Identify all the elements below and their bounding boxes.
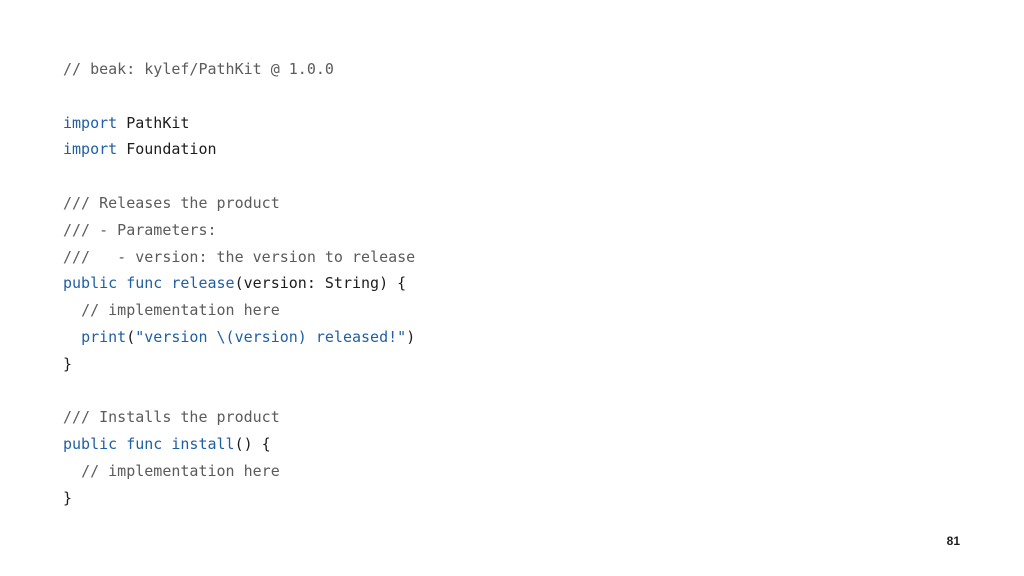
code-line: } bbox=[63, 351, 415, 378]
code-token-plain: ) bbox=[406, 327, 416, 346]
code-token-func: install bbox=[171, 435, 235, 454]
code-token-comment: /// Installs the product bbox=[63, 408, 280, 427]
code-token-plain: (version: String) { bbox=[234, 274, 407, 293]
code-token-comment: /// - version: the version to release bbox=[63, 247, 416, 266]
code-token-plain: () { bbox=[234, 435, 271, 454]
code-line: print("version \(version) released!") bbox=[63, 324, 415, 351]
code-token-plain: } bbox=[63, 354, 73, 373]
code-line: // implementation here bbox=[63, 297, 415, 324]
code-token-keyword: func bbox=[126, 274, 163, 293]
code-line: import PathKit bbox=[63, 110, 415, 137]
code-token-comment: /// Releases the product bbox=[63, 193, 280, 212]
code-token-plain bbox=[117, 435, 126, 453]
code-line: public func install() { bbox=[63, 431, 415, 458]
code-token-plain bbox=[63, 462, 81, 480]
code-line: /// - Parameters: bbox=[63, 217, 415, 244]
code-token-comment: // implementation here bbox=[81, 461, 280, 480]
code-block: // beak: kylef/PathKit @ 1.0.0 import Pa… bbox=[63, 56, 415, 512]
code-token-plain: Foundation bbox=[117, 140, 217, 159]
code-token-func: release bbox=[171, 274, 235, 293]
code-token-keyword: func bbox=[126, 435, 163, 454]
code-line: /// Installs the product bbox=[63, 404, 415, 431]
code-line: // beak: kylef/PathKit @ 1.0.0 bbox=[63, 56, 415, 83]
code-token-keyword: public bbox=[63, 435, 118, 454]
code-line bbox=[63, 163, 415, 190]
code-token-comment: /// - Parameters: bbox=[63, 220, 217, 239]
page-number: 81 bbox=[946, 534, 960, 548]
code-line: // implementation here bbox=[63, 458, 415, 485]
code-token-comment: // implementation here bbox=[81, 301, 280, 320]
code-token-func: print bbox=[81, 327, 127, 346]
code-line: /// Releases the product bbox=[63, 190, 415, 217]
code-line: import Foundation bbox=[63, 136, 415, 163]
code-token-keyword: import bbox=[63, 140, 118, 159]
code-line bbox=[63, 378, 415, 405]
code-token-plain bbox=[63, 328, 81, 346]
code-token-keyword: import bbox=[63, 113, 118, 132]
code-token-comment: // beak: kylef/PathKit @ 1.0.0 bbox=[63, 60, 334, 78]
code-token-plain: ( bbox=[126, 327, 136, 346]
code-token-plain: PathKit bbox=[117, 113, 190, 132]
code-line: } bbox=[63, 485, 415, 512]
code-line bbox=[63, 83, 415, 110]
code-token-plain: } bbox=[63, 488, 73, 507]
code-line: public func release(version: String) { bbox=[63, 270, 415, 297]
code-token-keyword: public bbox=[63, 274, 118, 293]
code-token-plain bbox=[63, 301, 81, 319]
code-token-plain bbox=[117, 274, 126, 292]
code-line: /// - version: the version to release bbox=[63, 244, 415, 271]
code-token-string: "version \(version) released!" bbox=[135, 327, 407, 346]
